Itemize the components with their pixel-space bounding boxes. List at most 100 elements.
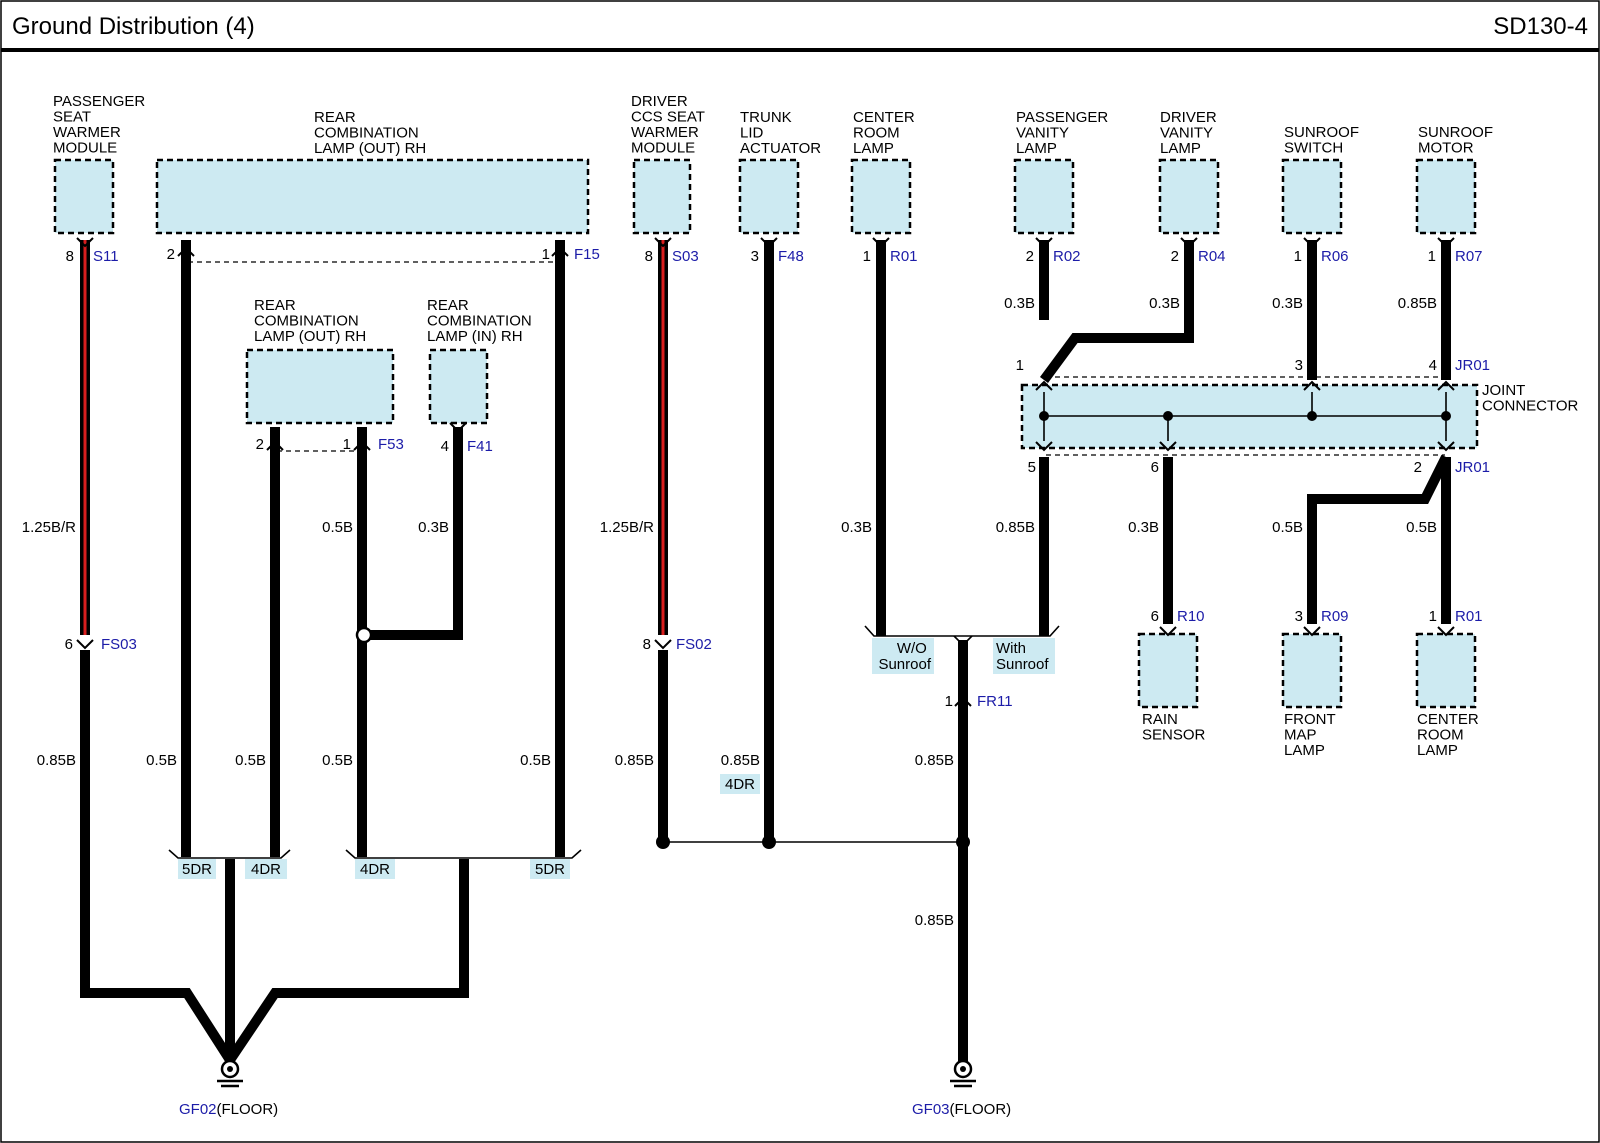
wire-spec: 0.85B: [37, 752, 76, 769]
option-tag-bg: [355, 859, 395, 879]
connector-r02: R02: [1053, 248, 1081, 265]
rear-combination-lamp-top-label: REAR COMBINATION LAMP (OUT) RH: [314, 109, 426, 157]
option-tag-bg: [872, 638, 934, 674]
pin-jr01-4: [1437, 380, 1455, 391]
pin-number: 1: [1016, 357, 1024, 374]
connector-fr11: FR11: [977, 693, 1013, 710]
connector-jr01-bottom: JR01: [1455, 459, 1490, 476]
pin-r02: [1035, 237, 1053, 248]
passenger-seat-warmer-module: [53, 158, 115, 235]
pin-f15-1: [551, 246, 569, 257]
wire-spec: 0.5B: [322, 519, 353, 536]
wire-spec: 0.3B: [1128, 519, 1159, 536]
wire-spec: 0.5B: [322, 752, 353, 769]
option-tag-bg: [720, 774, 760, 794]
wire-spec: 0.5B: [1406, 519, 1437, 536]
pin-r04: [1180, 237, 1198, 248]
wire-spec: 0.5B: [520, 752, 551, 769]
driver-vanity-lamp: [1158, 158, 1220, 235]
option-tag-4dr: 4DR: [725, 776, 755, 793]
pin-r01: [872, 237, 890, 248]
pin-fs02: [654, 639, 672, 650]
diagram-code: SD130-4: [1493, 13, 1588, 40]
option-tag-4dr: 4DR: [360, 861, 390, 878]
wire-spec: 0.3B: [1272, 295, 1303, 312]
passenger-vanity-lamp: [1013, 158, 1075, 235]
wire-fs03-to-gf02: [80, 650, 235, 1063]
pin-number: 5: [1028, 459, 1036, 476]
pin-f41: [449, 422, 467, 433]
driver-ccs-seat-warmer-module: [632, 158, 692, 235]
sunroof-motor: [1415, 158, 1477, 235]
connector-r10: R10: [1177, 608, 1205, 625]
connector-fs02: FS02: [676, 636, 712, 653]
joint-node: [1441, 411, 1451, 421]
pin-r10: [1159, 626, 1177, 637]
pin-r01-bottom: [1437, 626, 1455, 637]
wire-spec: 0.3B: [1149, 295, 1180, 312]
wire-f41: [364, 427, 463, 640]
pin-r09: [1303, 626, 1321, 637]
pin-number: 1: [343, 436, 351, 453]
pin-number: 1: [542, 246, 550, 263]
joint-node: [1163, 411, 1173, 421]
wire-spec: 0.3B: [418, 519, 449, 536]
rear-combination-lamp-in-rh: [428, 348, 489, 425]
trunk-lid-actuator: [738, 158, 800, 235]
splice-point: [656, 835, 670, 849]
pin-number: 4: [441, 438, 449, 455]
wire-spec: 0.85B: [1398, 295, 1437, 312]
ground-label-gf02: GF02(FLOOR): [179, 1101, 278, 1118]
rear-combination-lamp-out-rh-top: [155, 158, 590, 235]
connector-r04: R04: [1198, 248, 1226, 265]
page-title: Ground Distribution (4): [12, 13, 255, 40]
option-tag-bg: [993, 638, 1055, 674]
rain-sensor-label: RAIN SENSOR: [1142, 711, 1206, 744]
pin-f53-2: [266, 440, 284, 451]
pin-fr11: [954, 696, 972, 707]
pin-number: 2: [1414, 459, 1422, 476]
connector-r07: R07: [1455, 248, 1483, 265]
pin-number: 8: [643, 636, 651, 653]
sunroof-motor-label: SUNROOF MOTOR: [1418, 124, 1497, 157]
wire-spec: 0.3B: [1004, 295, 1035, 312]
option-tag-5dr: 5DR: [182, 861, 212, 878]
wire-spec: 0.85B: [996, 519, 1035, 536]
connector-s03: S03: [672, 248, 699, 265]
pin-number: 3: [751, 248, 759, 265]
sunroof-switch: [1281, 158, 1343, 235]
joint-node: [1307, 411, 1317, 421]
connector-f15: F15: [574, 246, 600, 263]
pin-jr01-5: [1035, 441, 1053, 452]
wire-spec: 0.5B: [235, 752, 266, 769]
connector-r01-bottom: R01: [1455, 608, 1483, 625]
sunroof-switch-label: SUNROOF SWITCH: [1284, 124, 1363, 157]
pin-number: 6: [1151, 608, 1159, 625]
pin-f53-1: [353, 440, 371, 451]
pin-s11: [76, 237, 94, 248]
pin-s03: [654, 237, 672, 248]
pin-number: 1: [1429, 608, 1437, 625]
pin-number: 4: [1429, 357, 1437, 374]
rain-sensor: [1137, 632, 1199, 709]
option-tag-4dr: 4DR: [251, 861, 281, 878]
connector-r01-top: R01: [890, 248, 918, 265]
pin-number: 1: [945, 693, 953, 710]
option-tag-with-sunroof: With Sunroof: [996, 640, 1049, 673]
pin-jr01-6: [1159, 441, 1177, 452]
pin-number: 2: [1171, 248, 1179, 265]
connector-s11: S11: [93, 248, 119, 265]
rear-combination-lamp-out-rh-mid: [245, 348, 395, 425]
pin-jr01-1: [1035, 380, 1053, 391]
pin-number: 3: [1295, 357, 1303, 374]
ground-symbol-gf03: [950, 1059, 976, 1088]
joint-connector-label: JOINT CONNECTOR: [1482, 382, 1579, 415]
split-4dr-5dr: [345, 849, 582, 859]
pin-f48: [760, 237, 778, 248]
rear-combination-lamp-mid-label: REAR COMBINATION LAMP (OUT) RH: [254, 297, 366, 345]
wire-jr01-pin2-front-map: [1307, 454, 1451, 624]
connector-fs03: FS03: [101, 636, 137, 653]
option-tag-5dr: 5DR: [535, 861, 565, 878]
